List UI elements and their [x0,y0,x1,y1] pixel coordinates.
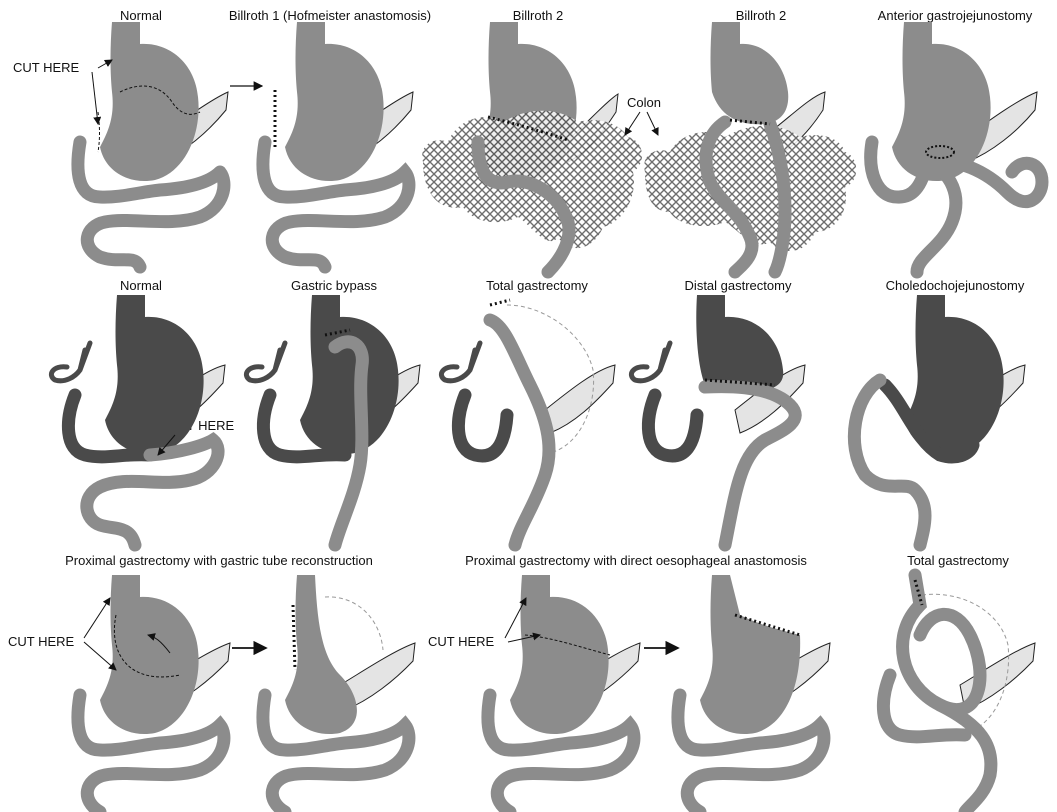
row3-panel-proximal-direct-after [660,575,835,812]
row2-title-choledochojejunostomy: Choledochojejunostomy [886,278,1025,294]
row1-panel-normal [60,22,230,272]
row1-panel-billroth1 [245,22,415,272]
row2-panel-total-gastrectomy [435,295,625,545]
row2-title-gastric-bypass: Gastric bypass [291,278,377,294]
row3-panel-total-gastrectomy [860,575,1055,812]
row2-panel-normal [45,295,235,545]
row2-title-distal-gastrectomy: Distal gastrectomy [685,278,792,294]
row2-panel-distal-gastrectomy [625,295,825,545]
row3-title-proximal-direct: Proximal gastrectomy with direct oesopha… [465,553,807,569]
row3-panel-proximal-direct-before [470,575,645,812]
row3-title-proximal-tube: Proximal gastrectomy with gastric tube r… [65,553,373,569]
stomach [100,22,199,181]
row3-title-total-gastrectomy: Total gastrectomy [907,553,1009,569]
row1-panel-billroth2-b [640,22,860,272]
cut-line-1 [98,112,100,152]
row2-panel-choledochojejunostomy [845,295,1045,545]
row3-panel-proximal-tube-after [245,575,420,812]
row3-panel-proximal-tube-before [60,575,235,812]
row1-panel-anterior [862,22,1052,272]
row2-title-total-gastrectomy: Total gastrectomy [486,278,588,294]
row1-panel-billroth2-a [418,22,648,272]
row2-panel-gastric-bypass [240,295,430,545]
row2-title-normal: Normal [120,278,162,294]
gallbladder [51,343,90,381]
